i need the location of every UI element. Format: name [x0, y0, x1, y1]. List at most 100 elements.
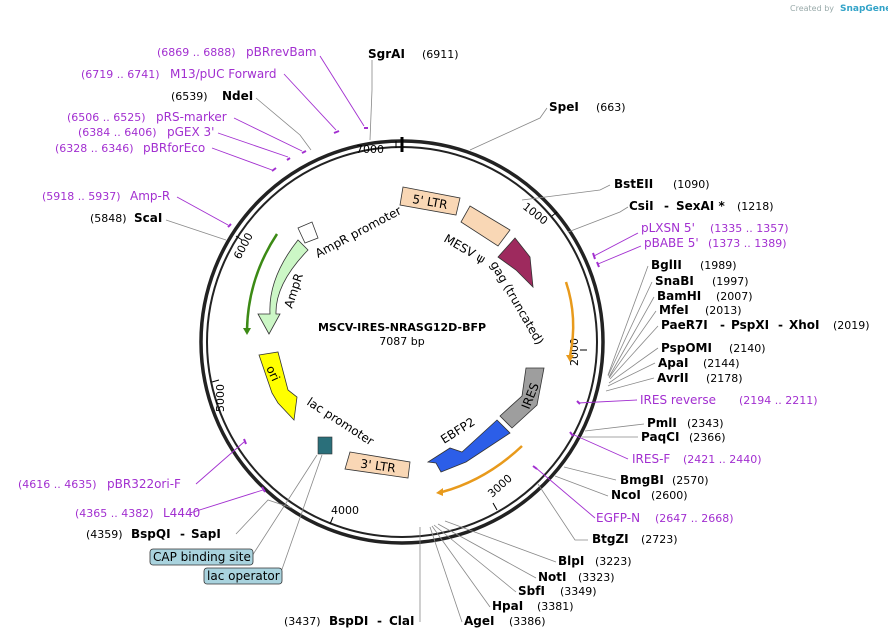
primer-iresrev-pos: (2194 .. 2211) — [739, 394, 818, 407]
site-bamhi-pos: (2007) — [716, 290, 753, 303]
cap-binding-label: CAP binding site — [153, 550, 251, 564]
feature-5ltr[interactable] — [399, 186, 461, 216]
cap-binding-box[interactable] — [149, 548, 254, 566]
primer-pbrforeco-pos: (6328 .. 6346) — [55, 142, 134, 155]
site-mfei-pos: (2013) — [705, 304, 742, 317]
tick-label-5000: 5000 — [214, 384, 227, 412]
primer-iresf: IRES-F — [632, 452, 670, 466]
site-spei: SpeI — [549, 100, 579, 114]
site-pmli-pos: (2343) — [687, 417, 724, 430]
snapgene-logo: SnapGene — [840, 4, 888, 14]
site-avrii: AvrII — [657, 371, 689, 385]
plasmid-name: MSCV-IRES-NRASG12D-BFP — [318, 321, 486, 334]
tick-label-4000: 4000 — [331, 504, 359, 517]
feature-ori[interactable] — [258, 351, 298, 421]
tick-label-3000: 3000 — [485, 472, 515, 500]
tick-label-7000: 7000 — [356, 143, 384, 156]
feature-3ltr[interactable] — [344, 451, 411, 479]
site-paer7i-pos: (2019) — [833, 319, 870, 332]
site-bspqi-sep: - — [180, 527, 185, 541]
site-bsteii: BstEII — [614, 177, 653, 191]
orf-arrow-3-head — [243, 328, 251, 335]
primer-ampr: Amp-R — [130, 189, 170, 203]
site-pspomi-pos: (2140) — [729, 342, 766, 355]
site-ndei-pos: (6539) — [171, 90, 208, 103]
site-scai-pos: (5848) — [90, 212, 127, 225]
feature-mesv-label: MESV ψ — [442, 231, 488, 266]
feature-ires[interactable] — [499, 367, 545, 429]
feature-ampr-promoter-label: AmpR promoter — [313, 203, 404, 260]
site-ncoi-pos: (2600) — [651, 489, 688, 502]
feature-lac-promoter-label: lac promoter — [304, 395, 376, 449]
site-blpi-pos: (3223) — [595, 555, 632, 568]
site-sbfi-pos: (3349) — [560, 585, 597, 598]
site-sbfi: SbfI — [518, 584, 545, 598]
primer-ampr-pos: (5918 .. 5937) — [42, 190, 121, 203]
site-btgzi-pos: (2723) — [641, 533, 678, 546]
plasmid-size: 7087 bp — [379, 335, 424, 348]
feature-ebfp2[interactable] — [426, 419, 511, 473]
lac-operator-label: lac operator — [207, 569, 280, 583]
primer-pgex: pGEX 3' — [167, 125, 214, 139]
site-agei-pos: (3386) — [509, 615, 546, 628]
feature-gag-label: gag (truncated) — [487, 259, 546, 348]
feature-mesv[interactable] — [460, 205, 511, 247]
feature-ebfp2-label: EBFP2 — [438, 415, 477, 447]
feature-gag[interactable] — [497, 237, 534, 289]
primer-l4440-pos: (4365 .. 4382) — [75, 507, 154, 520]
site-sgrai-pos: (6911) — [422, 48, 459, 61]
primer-pbr322ori-pos: (4616 .. 4635) — [18, 478, 97, 491]
site-csii-sep: - — [664, 199, 669, 213]
orf-arrow-1-head — [566, 355, 574, 362]
primer-prs: pRS-marker — [156, 110, 227, 124]
orf-arrow-2 — [441, 445, 523, 494]
primer-egfpn-pos: (2647 .. 2668) — [655, 512, 734, 525]
primer-plxsn-pos: (1335 .. 1357) — [710, 222, 789, 235]
orf-arrow-3 — [245, 233, 279, 331]
site-apai-pos: (2144) — [703, 357, 740, 370]
site-scai: ScaI — [134, 211, 162, 225]
site-bmgbi-pos: (2570) — [672, 474, 709, 487]
site-snabi: SnaBI — [655, 274, 694, 288]
site-spei-pos: (663) — [596, 101, 626, 114]
primer-pbr322ori: pBR322ori-F — [107, 477, 181, 491]
site-noti: NotI — [538, 570, 567, 584]
site-bmgbi: BmgBI — [620, 473, 664, 487]
primer-leaders — [176, 55, 642, 519]
tick-label-1000: 1000 — [520, 200, 550, 227]
primer-pbrrevbam: pBRrevBam — [246, 45, 317, 59]
site-bspdi: BspDI — [329, 614, 368, 628]
site-sgrai: SgrAI — [368, 47, 405, 61]
site-agei: AgeI — [464, 614, 494, 628]
primer-m13puc-pos: (6719 .. 6741) — [81, 68, 160, 81]
site-ncoi: NcoI — [611, 488, 641, 502]
feature-ampr[interactable] — [257, 239, 309, 335]
site-sexai: SexAI * — [676, 199, 725, 213]
lac-operator-box[interactable] — [203, 567, 283, 585]
site-bspqi: BspQI — [131, 527, 171, 541]
feature-lac-promoter[interactable] — [317, 436, 333, 455]
site-mfei: MfeI — [659, 303, 689, 317]
feature-3ltr-label: 3' LTR — [359, 457, 396, 476]
feature-ampr-promoter[interactable] — [297, 221, 319, 244]
site-bsteii-pos: (1090) — [673, 178, 710, 191]
orf-arrow-2-head — [436, 488, 443, 496]
site-bspdi-sep: - — [377, 614, 382, 628]
site-pspxi-sep: - — [778, 318, 783, 332]
primer-iresf-pos: (2421 .. 2440) — [683, 453, 762, 466]
site-paer7i: PaeR7I — [661, 318, 708, 332]
site-bspqi-pos: (4359) — [86, 528, 123, 541]
site-paqci-pos: (2366) — [689, 431, 726, 444]
site-blpi: BlpI — [558, 554, 584, 568]
site-pspxi: PspXI — [731, 318, 769, 332]
site-csii-pos: (1218) — [737, 200, 774, 213]
site-paer7i-sep: - — [720, 318, 725, 332]
primer-pbrrevbam-pos: (6869 .. 6888) — [157, 46, 236, 59]
primer-l4440: L4440 — [163, 506, 200, 520]
primer-m13puc: M13/pUC Forward — [170, 67, 277, 81]
primer-pbrforeco: pBRforEco — [143, 141, 205, 155]
site-pspomi: PspOMI — [661, 341, 712, 355]
site-hpai: HpaI — [492, 599, 523, 613]
